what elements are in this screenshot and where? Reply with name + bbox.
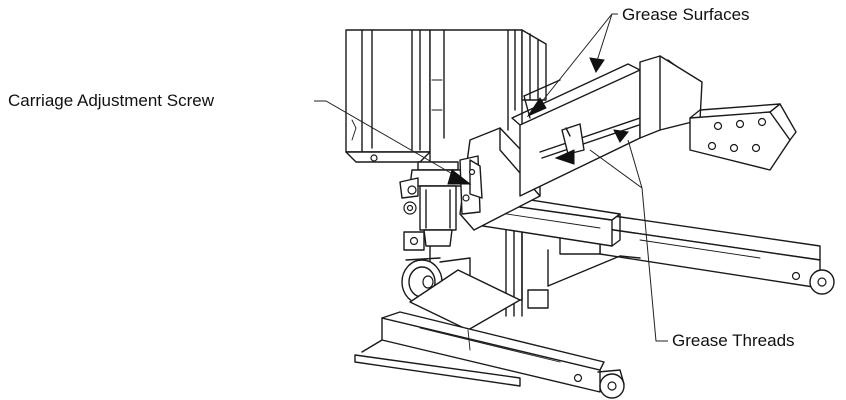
leader-grease-threads xyxy=(589,139,668,342)
arrow-grease-surface-2 xyxy=(589,57,605,74)
leader-grease-surfaces xyxy=(539,13,618,105)
arrow-grease-thread-1 xyxy=(554,149,575,165)
arrow-grease-thread-2 xyxy=(613,129,629,143)
left-leg xyxy=(354,269,625,399)
hydraulic-pump xyxy=(399,161,465,251)
label-carriage-adjustment-screw: Carriage Adjustment Screw xyxy=(8,91,214,110)
leader-carriage-screw xyxy=(314,100,457,177)
arrow-carriage-screw xyxy=(447,169,472,185)
arrow-grease-surface-1 xyxy=(526,97,547,118)
label-grease-surfaces: Grease Surfaces xyxy=(622,5,750,24)
label-grease-threads: Grease Threads xyxy=(672,331,795,350)
fork-plate xyxy=(639,55,797,171)
